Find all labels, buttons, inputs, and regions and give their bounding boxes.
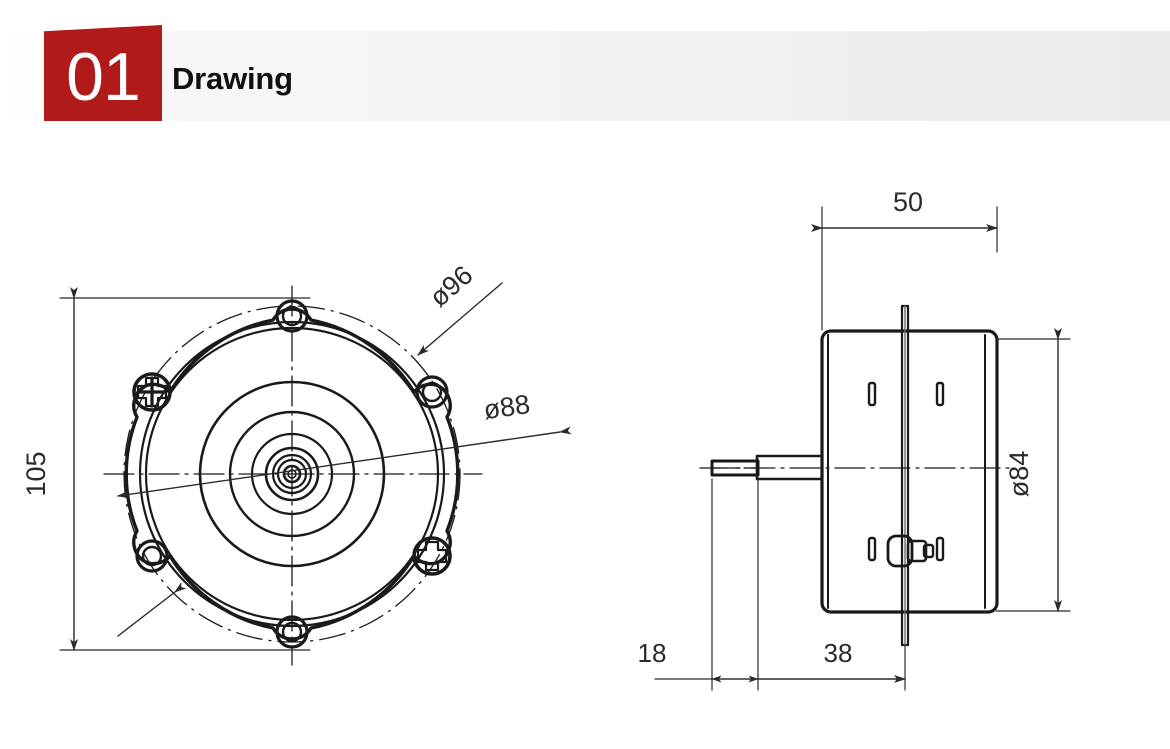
mount-hole-north-east bbox=[415, 375, 449, 409]
dimension-50-label: 50 bbox=[893, 187, 923, 217]
vent-slot-upper-right bbox=[935, 381, 945, 407]
dimension-105: 105 bbox=[21, 287, 311, 651]
dimension-18-label: 18 bbox=[638, 638, 667, 668]
dimension-d84-label: ø84 bbox=[1004, 451, 1034, 498]
vent-slot-lower-right bbox=[935, 536, 945, 562]
section-number-badge: 01 bbox=[44, 25, 162, 121]
dimension-105-label: 105 bbox=[21, 451, 51, 496]
dimension-18: 18 bbox=[638, 478, 759, 691]
vent-slot-upper-left bbox=[867, 381, 877, 407]
phillips-screw-south-east bbox=[412, 536, 452, 576]
mount-hole-top bbox=[275, 299, 309, 333]
dimension-d84: ø84 bbox=[995, 328, 1071, 612]
dimension-d96-label: ø96 bbox=[424, 260, 479, 313]
dimension-38: 38 bbox=[757, 638, 906, 691]
page-title: Drawing bbox=[172, 61, 293, 96]
header-band bbox=[0, 31, 1170, 121]
mount-hole-bottom bbox=[275, 615, 309, 649]
dimension-d88-label: ø88 bbox=[482, 389, 532, 425]
front-view: 105 ø96 ø88 bbox=[21, 260, 572, 666]
section-number-label: 01 bbox=[66, 39, 141, 115]
vent-slot-lower-left bbox=[867, 536, 877, 562]
phillips-screw-north-west bbox=[132, 372, 172, 412]
mount-hole-south-west bbox=[135, 539, 169, 573]
dimension-d88: ø88 bbox=[117, 389, 572, 499]
dimension-50: 50 bbox=[811, 187, 998, 331]
terminal-boss bbox=[886, 534, 935, 568]
side-view: 50 ø84 18 38 bbox=[638, 187, 1071, 691]
dimension-38-label: 38 bbox=[824, 638, 853, 668]
motor-body bbox=[820, 329, 999, 614]
